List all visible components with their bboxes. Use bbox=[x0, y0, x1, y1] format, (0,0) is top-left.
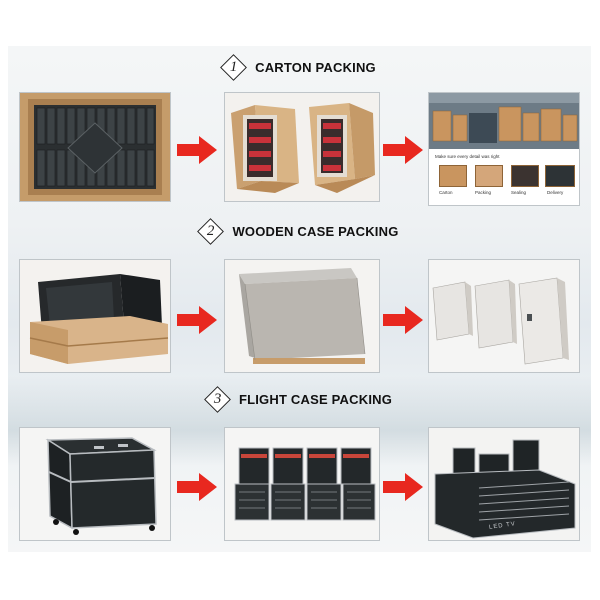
section-heading: CARTON PACKING bbox=[255, 59, 376, 75]
detail-caption: Make sure every detail was right bbox=[435, 154, 500, 159]
arrow-right-icon bbox=[383, 473, 423, 501]
section-title-flight: 3 FLIGHT CASE PACKING bbox=[0, 385, 600, 413]
step-label: Delivery bbox=[547, 190, 564, 195]
step-number-badge: 3 bbox=[204, 385, 231, 413]
photo-warehouse-delivery: Make sure every detail was right Carton … bbox=[428, 92, 580, 206]
photo-led-modules-in-carton bbox=[19, 92, 171, 202]
photo-closed-flight-case bbox=[19, 427, 171, 541]
step-sealing-image bbox=[511, 165, 539, 187]
step-number-badge: 1 bbox=[220, 53, 248, 81]
step-carton-image bbox=[439, 165, 467, 187]
section-heading: FLIGHT CASE PACKING bbox=[238, 391, 393, 407]
photo-cabinets-on-wooden-base bbox=[19, 259, 171, 373]
step-label: Packing bbox=[475, 190, 492, 195]
arrow-right-icon bbox=[383, 136, 423, 164]
arrow-right-icon bbox=[177, 473, 217, 501]
step-label: Carton bbox=[439, 190, 453, 195]
step-packing-image bbox=[475, 165, 503, 187]
step-number-badge: 2 bbox=[197, 217, 225, 245]
step-label: Sealing bbox=[511, 190, 527, 195]
photo-sealed-wooden-case bbox=[224, 259, 380, 373]
photo-open-flight-cases bbox=[224, 427, 380, 541]
section-title-carton: 1 CARTON PACKING bbox=[0, 53, 600, 81]
arrow-right-icon bbox=[177, 136, 217, 164]
packing-steps-strip bbox=[435, 163, 575, 189]
step-delivery-image bbox=[545, 165, 575, 187]
arrow-right-icon bbox=[177, 306, 217, 334]
photo-flight-cases-with-modules: LED TV bbox=[428, 427, 580, 541]
section-heading: WOODEN CASE PACKING bbox=[232, 223, 399, 239]
section-title-wooden: 2 WOODEN CASE PACKING bbox=[0, 217, 600, 245]
arrow-right-icon bbox=[383, 306, 423, 334]
photo-wooden-cases-row bbox=[428, 259, 580, 373]
photo-open-cartons bbox=[224, 92, 380, 202]
